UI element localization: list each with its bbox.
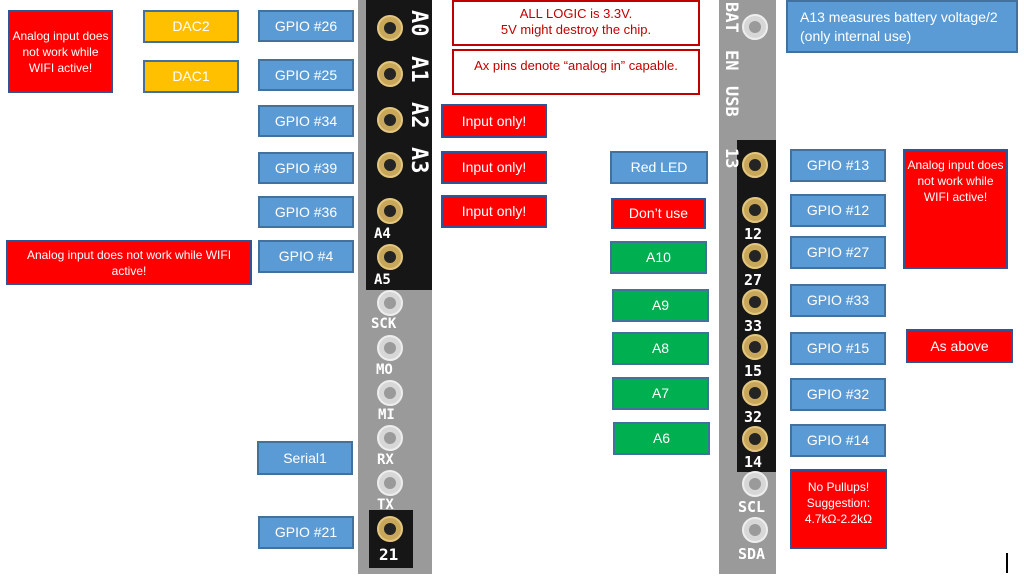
silk-sda: SDA [738, 545, 766, 563]
no-pullups-line2: Suggestion: [806, 496, 871, 510]
no-pullups-line3: 4.7kΩ-2.2kΩ [804, 512, 873, 526]
gpio4-label: GPIO #4 [258, 240, 354, 273]
gpio34-label: GPIO #34 [258, 105, 354, 137]
silk-a1: A1 [406, 56, 431, 83]
pad-32 [742, 380, 768, 406]
pad-27 [742, 243, 768, 269]
gpio12-label: GPIO #12 [790, 194, 886, 227]
a8-label: A8 [612, 332, 709, 365]
silk-27: 27 [744, 271, 763, 289]
pad-21 [377, 516, 403, 542]
pad-a2 [377, 107, 403, 133]
silk-a3: A3 [406, 147, 431, 174]
silk-33: 33 [744, 317, 763, 335]
dac2-label: DAC2 [143, 10, 239, 43]
silk-a5: A5 [374, 272, 391, 288]
no-pullups-line1: No Pullups! [807, 480, 870, 494]
silk-21: 21 [379, 545, 399, 564]
gpio26-label: GPIO #26 [258, 10, 354, 42]
gpio33-label: GPIO #33 [790, 284, 886, 317]
pad-sda [742, 517, 768, 543]
pad-mi [377, 380, 403, 406]
silk-32: 32 [744, 408, 763, 426]
silk-mi: MI [378, 407, 395, 423]
input-only-gpio39: Input only! [441, 151, 547, 184]
silk-tx: TX [377, 497, 394, 513]
silk-sck: SCK [371, 316, 397, 332]
silk-en: EN [721, 50, 741, 71]
input-only-gpio36: Input only! [441, 195, 547, 228]
pad-14 [742, 426, 768, 452]
silk-15: 15 [744, 362, 763, 380]
gpio25-label: GPIO #25 [258, 59, 354, 91]
gpio15-label: GPIO #15 [790, 332, 886, 365]
gpio36-label: GPIO #36 [258, 196, 354, 228]
serial1-label: Serial1 [257, 441, 353, 475]
pad-33 [742, 289, 768, 315]
pad-a0 [377, 15, 403, 41]
silk-14: 14 [744, 453, 763, 471]
dont-use-label: Don’t use [611, 198, 706, 229]
silk-12: 12 [744, 225, 763, 243]
gpio13-label: GPIO #13 [790, 149, 886, 182]
a7-label: A7 [612, 377, 709, 410]
silk-mo: MO [376, 362, 393, 378]
gpio39-label: GPIO #39 [258, 152, 354, 184]
gpio27-label: GPIO #27 [790, 236, 886, 269]
silk-rx: RX [377, 452, 394, 468]
input-only-gpio34: Input only! [441, 104, 547, 138]
pad-bat [742, 14, 768, 40]
logic-voltage-note-line1: ALL LOGIC is 3.3V. [519, 6, 633, 21]
pad-scl [742, 471, 768, 497]
wifi-warning-analog-top: Analog input does not work while WIFI ac… [8, 10, 113, 93]
a6-label: A6 [613, 422, 710, 455]
analog-pins-note: Ax pins denote “analog in” capable. [452, 49, 700, 95]
pad-a3 [377, 152, 403, 178]
pad-a1 [377, 61, 403, 87]
red-led-label: Red LED [610, 151, 708, 184]
pad-12 [742, 197, 768, 223]
gpio32-label: GPIO #32 [790, 378, 886, 411]
a10-label: A10 [610, 241, 707, 274]
dac1-label: DAC1 [143, 60, 239, 93]
gpio14-label: GPIO #14 [790, 424, 886, 457]
pad-15 [742, 334, 768, 360]
a9-label: A9 [612, 289, 709, 322]
no-pullups-warning: No Pullups! Suggestion: 4.7kΩ-2.2kΩ [790, 469, 887, 549]
left-board-analog-section [366, 0, 432, 290]
silk-a2: A2 [406, 102, 431, 129]
silk-bat: BAT [721, 2, 741, 33]
pad-13 [742, 152, 768, 178]
silk-scl: SCL [738, 498, 766, 516]
wifi-warning-gpio4: Analog input does not work while WIFI ac… [6, 240, 252, 285]
pad-mo [377, 335, 403, 361]
as-above-label: As above [906, 329, 1013, 363]
logic-voltage-note-line2: 5V might destroy the chip. [500, 22, 652, 37]
pad-a4 [377, 198, 403, 224]
pad-rx [377, 425, 403, 451]
pad-sck [377, 290, 403, 316]
battery-voltage-note: A13 measures battery voltage/2 (only int… [786, 0, 1018, 53]
silk-usb: USB [721, 86, 741, 117]
silk-a0: A0 [406, 10, 431, 37]
logic-voltage-note: ALL LOGIC is 3.3V. 5V might destroy the … [452, 0, 700, 46]
text-cursor [1006, 553, 1008, 573]
silk-a4: A4 [374, 226, 391, 242]
pad-a5 [377, 244, 403, 270]
gpio21-label: GPIO #21 [258, 516, 354, 549]
wifi-warning-right: Analog input does not work while WIFI ac… [903, 149, 1008, 269]
silk-13: 13 [721, 148, 741, 169]
pad-tx [377, 470, 403, 496]
